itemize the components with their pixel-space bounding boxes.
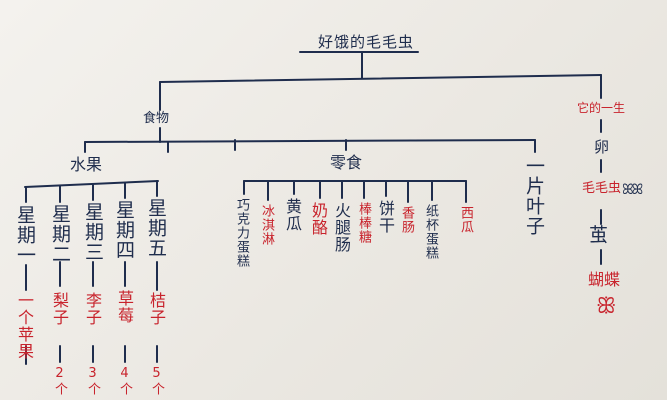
fruit-count-5: 5个	[149, 366, 164, 396]
fruit-name-2: 梨子	[50, 292, 69, 326]
snack-item-9: 纸杯蛋糕	[423, 204, 438, 260]
snacks-label: 零食	[330, 153, 363, 172]
fruit-count-3: 3个	[85, 366, 100, 396]
fruit-name-3: 李子	[83, 292, 102, 326]
life-stage-butterfly: 蝴蝶	[588, 270, 621, 289]
food-bar	[84, 139, 536, 143]
butterfly-doodle-icon: ꕥ	[596, 294, 617, 319]
fruit-day-4: 星期四	[113, 200, 135, 260]
life-stage-egg: 卵	[594, 138, 610, 156]
fruit-day-2: 星期二	[49, 204, 71, 264]
snack-item-3: 黄瓜	[283, 198, 302, 232]
life-stage-cocoon: 茧	[589, 224, 609, 246]
snack-item-2: 冰淇淋	[259, 204, 274, 246]
snack-item-6: 棒棒糖	[356, 202, 371, 244]
caterpillar-doodle-icon: ꕤꕤ	[622, 182, 643, 198]
fruit-name-1: 一个苹果	[15, 292, 34, 360]
life-label: 它的一生	[577, 101, 626, 115]
snack-item-7: 饼干	[376, 200, 395, 234]
fruit-day-5: 星期五	[145, 198, 167, 258]
snack-item-8: 香肠	[399, 206, 414, 234]
snack-item-5: 火腿肠	[332, 202, 351, 253]
fruit-day-1: 星期一	[14, 205, 36, 265]
food-label: 食物	[143, 111, 170, 126]
fruit-name-5: 桔子	[147, 292, 166, 326]
fruit-day-3: 星期三	[82, 202, 104, 262]
level1-bar	[159, 74, 602, 83]
snack-item-4: 奶酪	[309, 202, 328, 236]
snack-item-10: 西瓜	[458, 206, 473, 234]
leaf-label: 一片叶子	[523, 156, 545, 236]
page-title: 好饿的毛毛虫	[318, 33, 415, 51]
fruit-count-2: 2个	[52, 366, 67, 396]
life-stage-caterpillar: 毛毛虫	[582, 181, 622, 196]
fruit-bar	[24, 180, 159, 188]
fruit-name-4: 草莓	[115, 290, 134, 324]
snack-item-1: 巧克力蛋糕	[234, 198, 249, 268]
fruit-label: 水果	[70, 155, 103, 174]
fruit-count-4: 4个	[117, 366, 132, 396]
